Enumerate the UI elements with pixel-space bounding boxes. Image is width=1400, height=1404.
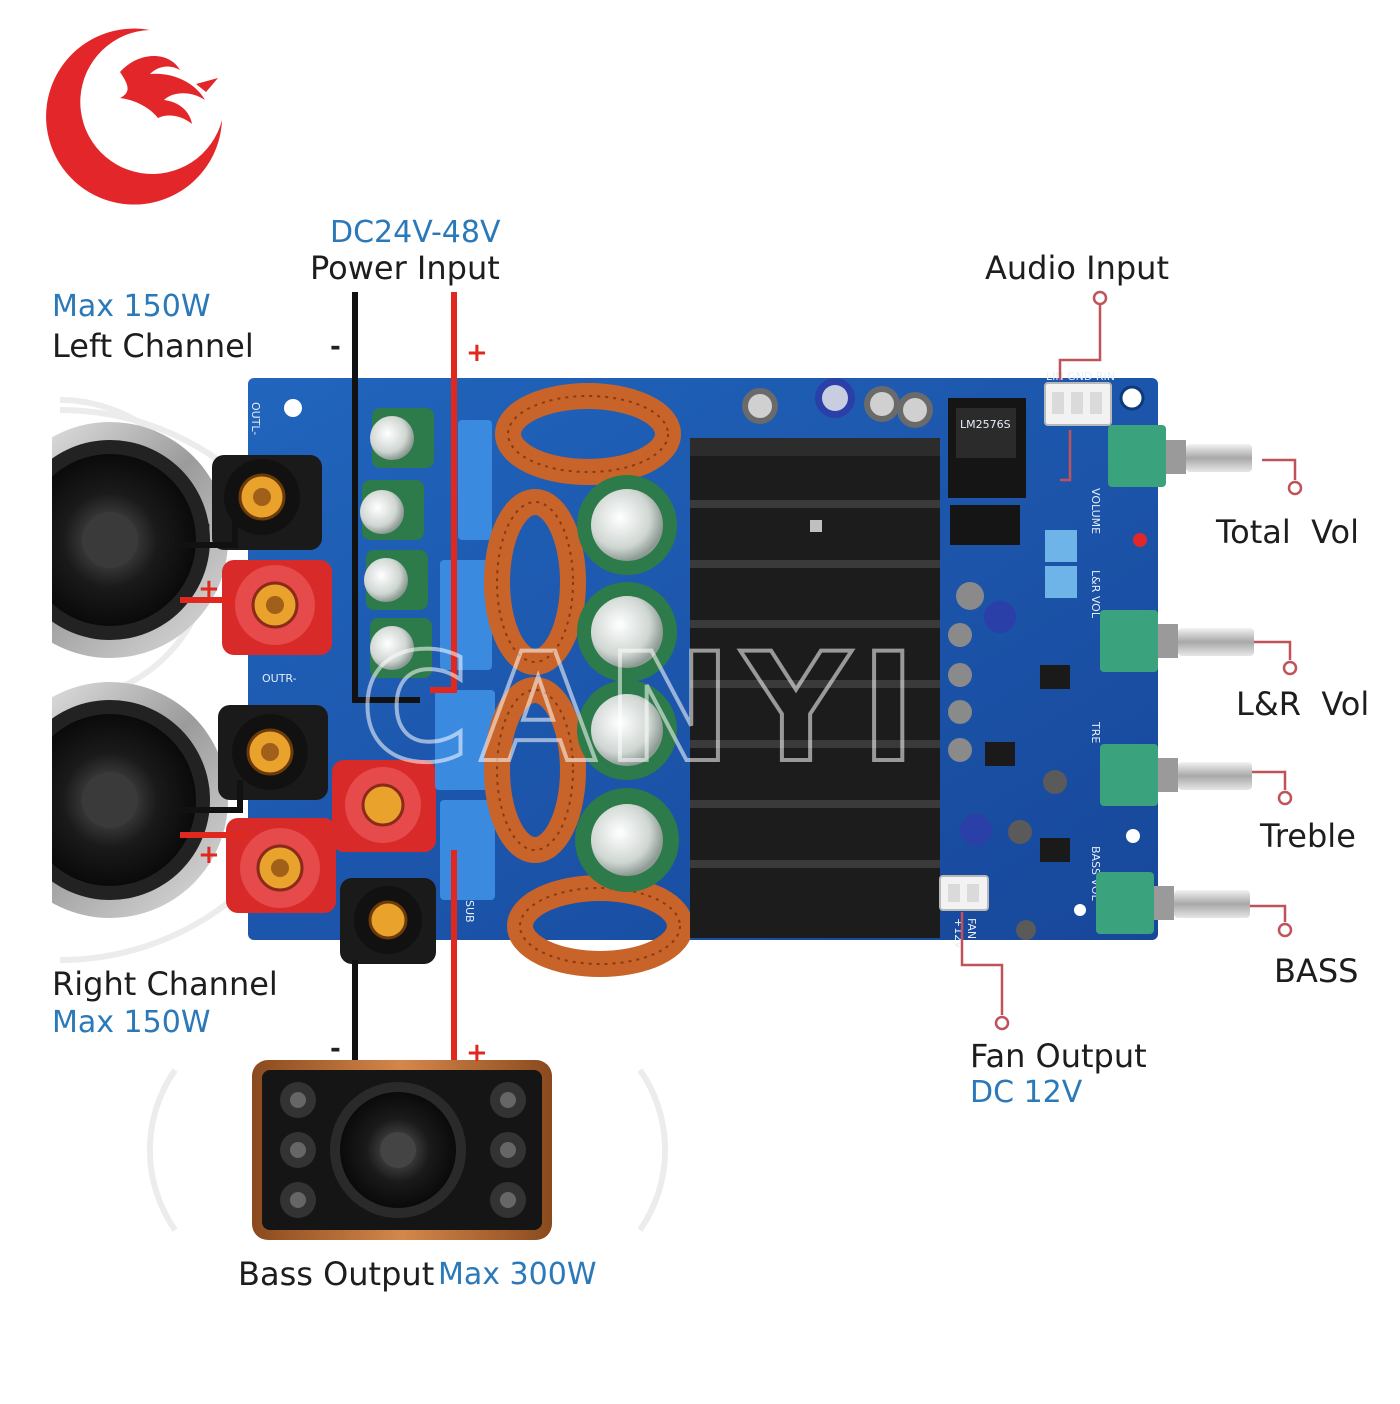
left-channel-speaker xyxy=(0,422,228,658)
right-channel-speaker xyxy=(0,682,228,918)
svg-text:OUTL-: OUTL- xyxy=(249,402,262,435)
leader-lines xyxy=(960,290,1303,1031)
smd-components xyxy=(948,530,1147,940)
output-capacitors xyxy=(575,475,679,892)
silk-sub: SUB xyxy=(463,900,476,923)
bass-output-spec: Max 300W xyxy=(438,1257,597,1292)
power-positive-sign: + xyxy=(466,338,488,368)
silk-fan: FAN xyxy=(965,918,978,939)
silk-treble: TRE xyxy=(1089,721,1102,743)
audio-input-connector[interactable] xyxy=(1044,382,1112,426)
audio-input-label: Audio Input xyxy=(985,249,1169,287)
left-channel-wires xyxy=(180,520,238,603)
silk-lrvol: L&R VOL xyxy=(1089,570,1102,619)
total-vol-potentiometer[interactable] xyxy=(1108,425,1252,487)
small-capacitors-top xyxy=(742,378,933,428)
left-channel-label: Left Channel xyxy=(52,327,254,365)
heatsink xyxy=(690,438,940,938)
bass-output-wires xyxy=(352,850,457,1060)
total-vol-label: Total Vol xyxy=(1216,513,1359,551)
sub-negative-terminal[interactable] xyxy=(340,878,436,964)
regulator-ic: LM2576S xyxy=(948,398,1026,545)
power-negative-sign: - xyxy=(330,332,341,362)
red-phoenix-crescent-logo xyxy=(46,28,223,205)
canyi-watermark: CANYI xyxy=(360,622,926,796)
bass-output-label: Bass Output xyxy=(238,1255,435,1293)
silk-outr: OUTR- xyxy=(262,672,297,685)
lr-vol-label: L&R Vol xyxy=(1236,685,1370,723)
film-capacitors xyxy=(435,420,495,900)
left-positive-sign: + xyxy=(198,574,220,604)
silk-input-pins: LIN GND RIN xyxy=(1046,370,1115,383)
treble-potentiometer[interactable] xyxy=(1100,744,1252,806)
right-positive-terminal[interactable] xyxy=(226,818,336,913)
right-channel-spec: Max 150W xyxy=(52,1005,211,1040)
power-input-wires xyxy=(352,292,457,703)
bass-positive-sign: + xyxy=(466,1038,488,1068)
left-positive-terminal[interactable] xyxy=(222,560,332,655)
left-channel-spec: Max 150W xyxy=(52,289,211,324)
silk-regulator: LM2576S xyxy=(960,418,1011,431)
bass-label: BASS xyxy=(1274,952,1359,990)
input-filter-capacitors xyxy=(360,408,434,678)
bass-negative-sign: - xyxy=(330,1034,341,1064)
bass-potentiometer[interactable] xyxy=(1096,872,1250,934)
right-negative-terminal[interactable] xyxy=(218,705,328,800)
fan-output-spec: DC 12V xyxy=(970,1075,1083,1110)
sub-positive-terminal[interactable] xyxy=(332,760,436,852)
right-negative-sign: - xyxy=(200,774,211,804)
silk-volume: VOLUME xyxy=(1089,488,1102,534)
power-input-label: Power Input xyxy=(310,249,500,287)
fan-output-label: Fan Output xyxy=(970,1037,1147,1075)
bass-output-speaker xyxy=(252,1060,552,1240)
left-negative-sign: - xyxy=(200,510,211,540)
power-input-spec: DC24V-48V xyxy=(330,215,501,250)
right-channel-label: Right Channel xyxy=(52,965,278,1003)
treble-label: Treble xyxy=(1260,817,1356,855)
lr-vol-potentiometer[interactable] xyxy=(1100,610,1254,672)
fan-connector[interactable] xyxy=(939,875,989,911)
right-positive-sign: + xyxy=(198,840,220,870)
toroid-inductors xyxy=(484,383,693,977)
left-negative-terminal[interactable] xyxy=(212,455,322,550)
right-channel-wires xyxy=(180,780,245,838)
